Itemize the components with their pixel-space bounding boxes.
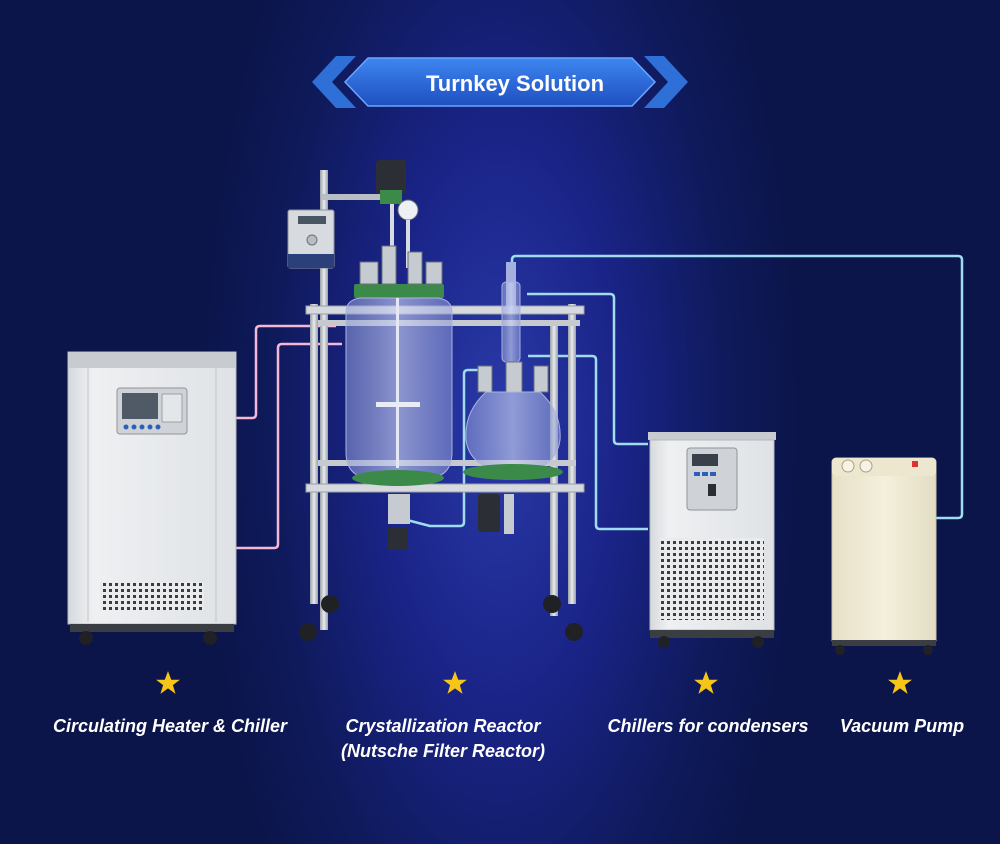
reactor-label-line1: Crystallization Reactor	[345, 716, 541, 736]
star-icon	[888, 671, 912, 694]
heater-chiller-unit	[67, 351, 237, 645]
thermometer-icon	[397, 199, 419, 268]
reactor-vessel	[345, 245, 453, 550]
condenser-chillers-label: Chillers for condensers	[607, 716, 809, 736]
condenser-chiller-unit	[648, 432, 776, 648]
control-panel-icon	[686, 447, 738, 511]
control-panel-icon	[116, 387, 188, 435]
reactor-control-box	[287, 209, 335, 269]
caster-wheel-icon	[79, 631, 217, 645]
vacuum-pump-label: Vacuum Pump	[839, 716, 965, 736]
caster-wheel-icon	[299, 595, 583, 641]
vent-grille-icon	[100, 582, 204, 610]
star-icon	[156, 671, 180, 694]
vacuum-pump-unit	[831, 457, 937, 655]
star-icon	[694, 671, 718, 694]
star-icon	[443, 671, 467, 694]
vent-grille-icon	[660, 538, 764, 620]
motor-icon	[322, 160, 406, 284]
receiver-flask	[463, 262, 563, 534]
heater-hoses	[236, 324, 342, 550]
title-banner	[312, 56, 688, 108]
caster-wheel-icon	[835, 645, 933, 655]
heater-chiller-label: Circulating Heater & Chiller	[52, 716, 288, 736]
condenser-hoses	[406, 254, 964, 531]
caster-wheel-icon	[658, 636, 764, 648]
page-title: Turnkey Solution	[425, 71, 605, 96]
reactor-label-line2: (Nutsche Filter Reactor)	[340, 741, 546, 761]
